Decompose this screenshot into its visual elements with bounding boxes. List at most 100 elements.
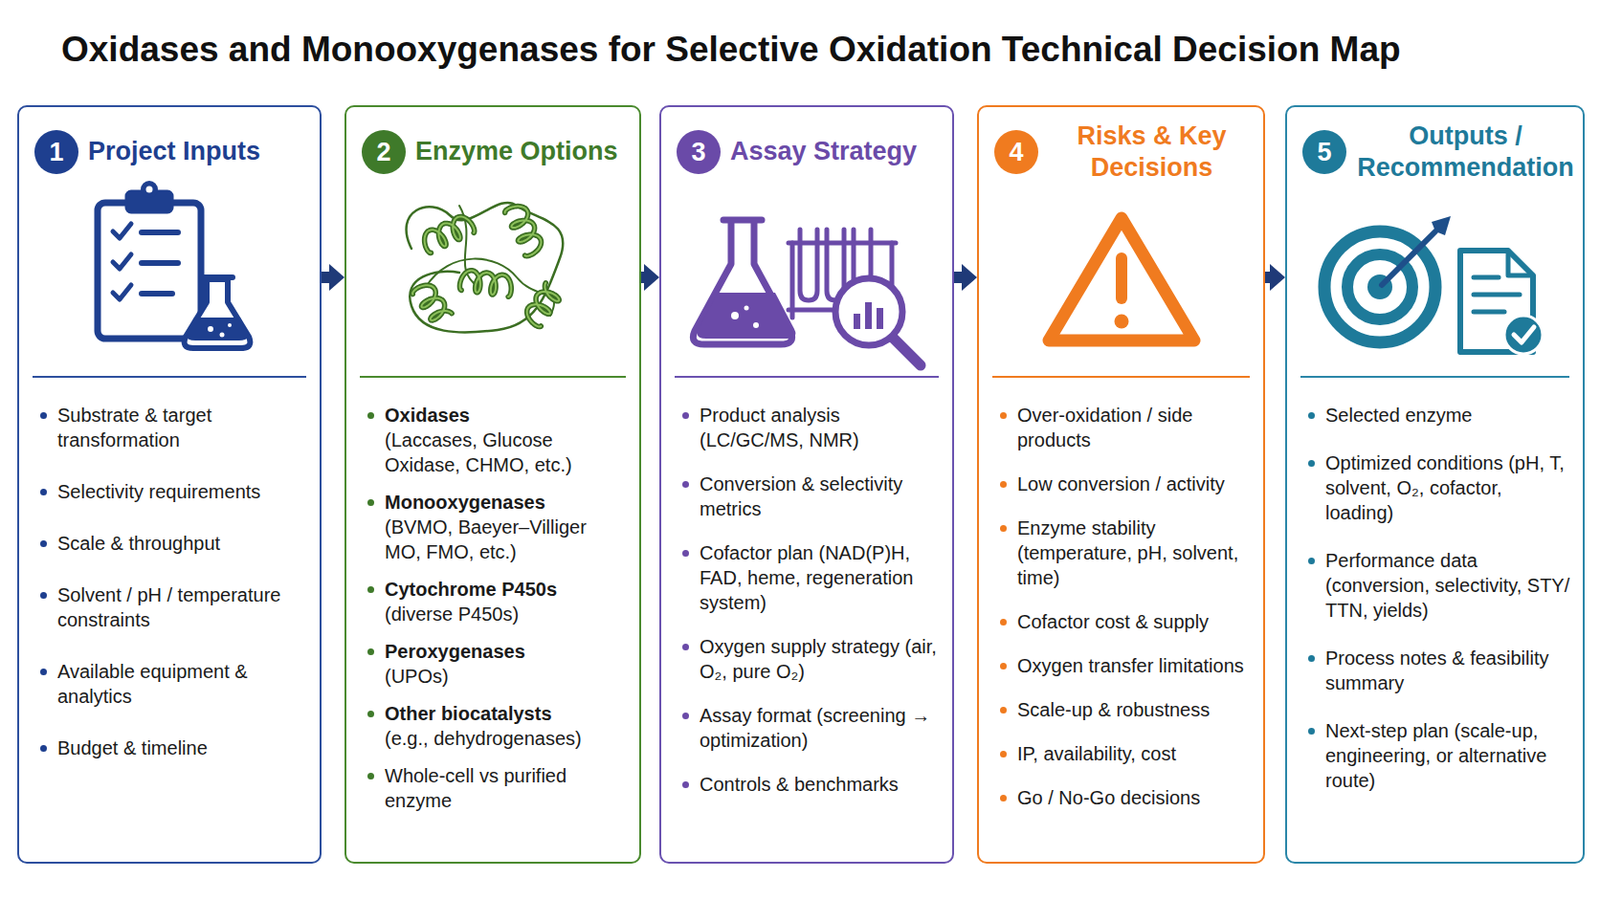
- bullet-dot: [1308, 728, 1315, 735]
- bullet-text: Peroxygenases: [384, 639, 628, 665]
- divider-line: [674, 376, 939, 378]
- panel-heading: Assay Strategy: [730, 135, 945, 168]
- assay-flask-icon: [723, 217, 762, 224]
- test-tube-rack-icon: [889, 243, 895, 318]
- bullet-dot: [1308, 460, 1315, 467]
- bullet-dot: [367, 648, 375, 656]
- bullet-text: Over-oxidation / side products: [1017, 402, 1252, 453]
- bullet-item: Cytochrome P450s(diverse P450s): [346, 577, 640, 627]
- protein-ribbon-icon: [412, 285, 452, 321]
- magnifier-icon: [835, 278, 903, 346]
- protein-ribbon-icon: [459, 205, 479, 288]
- protein-ribbon-icon: [424, 216, 475, 253]
- bullet-dot: [40, 412, 47, 420]
- bullet-text: Process notes & feasibility summary: [1325, 645, 1572, 696]
- bullet-text: Assay format (screening → optimization): [699, 703, 941, 754]
- step-number: 3: [690, 137, 706, 168]
- bullet-text: (diverse P450s): [384, 601, 628, 627]
- bullet-text: Optimized conditions (pH, T, solvent, O₂…: [1325, 450, 1572, 526]
- bullet-item: Cofactor plan (NAD(P)H, FAD, heme, regen…: [661, 540, 953, 616]
- bullet-text: Oxidases: [384, 402, 628, 428]
- bullet-dot: [682, 712, 689, 720]
- bullet-text: Cytochrome P450s: [384, 577, 628, 602]
- bullet-text: Scale & throughput: [57, 531, 309, 556]
- bullet-item: Conversion & selectivity metrics: [661, 471, 953, 522]
- bullet-item: Budget & timeline: [19, 735, 320, 761]
- report-document-icon: [1473, 275, 1499, 281]
- bullet-text: Selectivity requirements: [57, 479, 309, 505]
- bullet-text: Substrate & target transformation: [57, 402, 309, 453]
- bullet-dot: [40, 488, 47, 496]
- stage-panel: Enzyme OptionsOxidases(Laccases, Glucose…: [344, 105, 642, 865]
- bullet-dot: [1000, 663, 1007, 670]
- bullet-item: Other biocatalysts(e.g., dehydrogenases): [346, 701, 640, 752]
- step-number: 4: [1008, 137, 1023, 168]
- flask-icon: [184, 279, 251, 349]
- magnifier-icon: [835, 278, 921, 366]
- bullet-item: Peroxygenases(UPOs): [346, 639, 640, 689]
- clipboard-icon: [140, 180, 158, 199]
- bullet-text: Cofactor plan (NAD(P)H, FAD, heme, regen…: [699, 540, 941, 616]
- bullet-dot: [682, 412, 689, 420]
- clipboard-icon: [112, 223, 132, 239]
- test-tube-rack-icon: [790, 243, 796, 318]
- bullet-dot: [682, 550, 689, 557]
- bullet-item: Scale & throughput: [19, 531, 320, 556]
- divider-line: [992, 376, 1250, 378]
- bullet-text: Whole-cell vs purified enzyme: [384, 763, 628, 814]
- bullet-item: Oxygen transfer limitations: [978, 653, 1264, 679]
- test-tube-rack-icon: [788, 229, 896, 318]
- bullet-dot: [1000, 525, 1007, 533]
- clipboard-icon: [97, 202, 201, 339]
- assay-flask-icon: [692, 220, 796, 345]
- protein-ribbon-icon: [527, 283, 560, 328]
- bullet-text: (UPOs): [384, 664, 628, 689]
- flask-icon: [201, 274, 233, 281]
- bullet-item: Selectivity requirements: [19, 479, 320, 505]
- bullet-text: (e.g., dehydrogenases): [384, 726, 628, 752]
- warning-triangle-icon: [1048, 218, 1195, 341]
- bullet-text: Other biocatalysts: [384, 701, 628, 727]
- assay-flask-icon: [744, 306, 750, 312]
- bullet-item: Over-oxidation / side products: [978, 402, 1264, 453]
- test-tube-rack-icon: [800, 229, 818, 301]
- bullet-list: Substrate & target transformationSelecti…: [19, 402, 320, 788]
- bullet-item: Available equipment & analytics: [19, 659, 320, 710]
- target-icon: [1324, 216, 1451, 343]
- test-tube-rack-icon: [853, 229, 871, 301]
- target-icon: [1381, 231, 1436, 286]
- bullet-item: Substrate & target transformation: [19, 402, 320, 453]
- test-tube-rack-icon: [788, 241, 896, 246]
- clipboard-icon: [146, 186, 154, 194]
- assay-flask-icon: [697, 292, 797, 339]
- bullet-dot: [1308, 412, 1315, 420]
- bullet-list: Oxidases(Laccases, Glucose Oxidase, CHMO…: [346, 402, 640, 826]
- bullet-dot: [367, 711, 375, 718]
- bullet-item: Assay format (screening → optimization): [661, 703, 953, 754]
- bullet-dot: [682, 481, 689, 489]
- step-number-badge: 4: [994, 130, 1039, 175]
- magnifier-icon: [891, 336, 921, 366]
- clipboard-icon: [141, 229, 178, 236]
- report-document-icon: [1473, 292, 1520, 298]
- assay-flask-icon: [731, 311, 739, 320]
- magnifier-icon: [853, 313, 861, 330]
- bullet-dot: [40, 668, 47, 676]
- bullet-list: Selected enzymeOptimized conditions (pH,…: [1287, 402, 1583, 817]
- bullet-text: Enzyme stability (temperature, pH, solve…: [1017, 515, 1252, 591]
- report-document-icon: [1504, 315, 1543, 355]
- bullet-dot: [1000, 707, 1007, 714]
- protein-ribbon-icon: [505, 206, 542, 257]
- bullet-item: Solvent / pH / temperature constraints: [19, 582, 320, 633]
- bullet-dot: [1308, 557, 1315, 565]
- bullet-item: Enzyme stability (temperature, pH, solve…: [978, 515, 1264, 591]
- protein-ribbon-icon: [425, 259, 555, 316]
- bullet-text: Selected enzyme: [1325, 402, 1572, 428]
- warning-triangle-icon: [1048, 218, 1195, 341]
- bullet-text: Monooxygenases: [384, 489, 628, 515]
- bullet-item: Performance data (conversion, selectivit…: [1287, 548, 1583, 623]
- bullet-dot: [40, 540, 47, 548]
- bullet-dot: [682, 781, 689, 789]
- bullet-list: Product analysis (LC/GC/MS, NMR)Conversi…: [661, 402, 953, 817]
- panel-heading: Enzyme Options: [415, 135, 632, 168]
